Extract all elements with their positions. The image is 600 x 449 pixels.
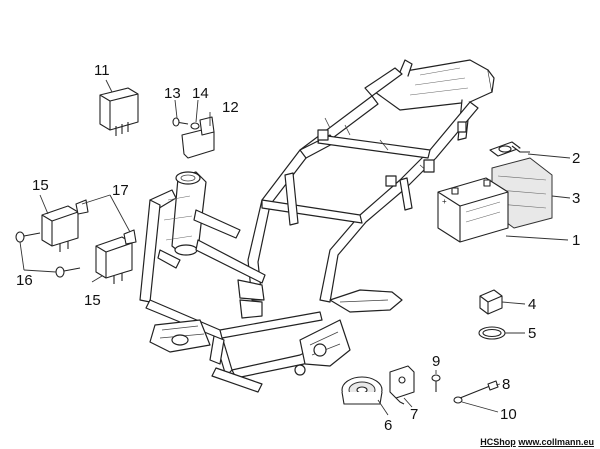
callout-12: 12 (222, 99, 239, 116)
callout-11: 11 (94, 62, 110, 79)
clip-17-upper (75, 199, 89, 215)
clamp-5 (478, 326, 506, 340)
callout-14: 14 (192, 85, 209, 102)
horn-6 (341, 376, 383, 405)
washer-10 (453, 396, 463, 404)
connector-4 (479, 289, 503, 315)
relay-15-upper (41, 205, 79, 252)
screw-16-lower (55, 266, 81, 278)
washer-14 (190, 122, 200, 130)
callout-13: 13 (164, 85, 181, 102)
callout-17: 17 (112, 182, 129, 199)
screw-16-upper (15, 231, 41, 243)
relay-11 (99, 87, 139, 136)
callout-8: 8 (502, 376, 510, 393)
callout-3: 3 (572, 190, 580, 207)
callout-5: 5 (528, 325, 536, 342)
footer-shop: HCShop (480, 437, 516, 447)
battery-1: + (437, 177, 509, 243)
callout-15-upper: 15 (32, 177, 49, 194)
callout-7: 7 (410, 406, 418, 423)
clip-17-lower (123, 229, 137, 245)
bracket-7 (389, 365, 415, 405)
callout-9: 9 (432, 353, 440, 370)
callout-6: 6 (384, 417, 392, 434)
screw-9 (431, 374, 441, 392)
footer-url[interactable]: www.collmann.eu (518, 437, 594, 447)
bolt-8 (459, 380, 499, 399)
bracket-12 (181, 116, 215, 159)
callout-1: 1 (572, 232, 580, 249)
callout-15-lower: 15 (84, 292, 101, 309)
screw-13 (172, 117, 189, 127)
leader-lines (19, 79, 571, 416)
callout-4: 4 (528, 296, 536, 313)
relay-15-lower (95, 236, 133, 284)
callout-numbers: 1 2 3 4 5 6 7 8 9 10 11 12 13 14 15 15 1… (16, 62, 580, 434)
scooter-frame (139, 59, 495, 393)
callout-16: 16 (16, 272, 33, 289)
callout-2: 2 (572, 150, 580, 167)
strap-2 (489, 141, 530, 157)
callout-10: 10 (500, 406, 517, 423)
footer-credit: HCShop www.collmann.eu (480, 437, 594, 447)
svg-text:+: + (442, 197, 447, 206)
